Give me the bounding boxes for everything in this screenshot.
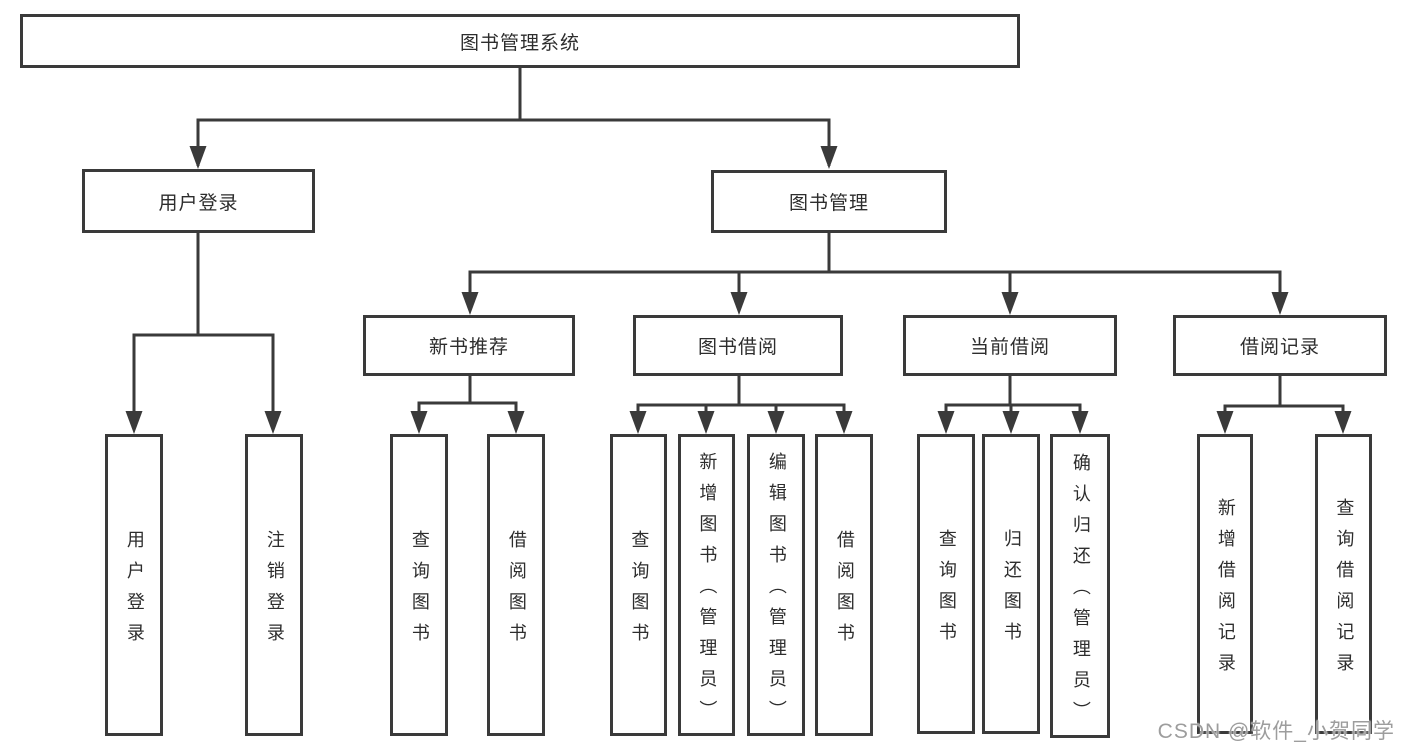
edge-borrowrec-to-leaves [1223,376,1345,430]
node-label: 当前借阅 [969,337,1050,358]
node-label: 借阅图书 [506,529,527,654]
arrow-down-icon [125,411,143,434]
leaf-logout: 注销登录 [245,434,303,736]
node-new-book-recommend: 新书推荐 [363,315,575,376]
arrow-down-icon [697,411,715,434]
leaf-user-login: 用户登录 [105,434,163,736]
arrow-down-icon [1071,411,1089,434]
arrow-down-icon [507,411,525,434]
node-label: 编辑图书（管理员） [766,452,787,731]
node-label: 新增图书（管理员） [697,452,718,731]
node-label: 新增借阅记录 [1215,497,1236,684]
node-label: 新书推荐 [428,337,509,358]
node-label: 用户登录 [158,192,239,214]
edge-bookborrow-to-leaves [636,376,846,430]
leaf-query-books-borrow: 查询图书 [610,434,667,736]
leaf-add-books-admin: 新增图书（管理员） [678,434,735,736]
node-label: 查询借阅记录 [1334,497,1355,684]
node-label: 借阅图书 [834,529,855,654]
node-label: 确认归还（管理员） [1070,453,1091,732]
node-book-management: 图书管理 [711,170,947,233]
arrow-down-icon [1002,411,1020,434]
node-label: 注销登录 [264,529,285,654]
arrow-down-icon [730,292,748,315]
arrow-down-icon [1334,411,1352,434]
arrow-down-icon [410,411,428,434]
arrow-down-icon [1001,292,1019,315]
node-label: 图书管理 [788,193,869,214]
node-root-system: 图书管理系统 [20,14,1020,68]
edge-userlogin-to-leaves [132,233,275,430]
leaf-return-books: 归还图书 [982,434,1040,734]
node-label: 归还图书 [1001,528,1022,653]
leaf-edit-books-admin: 编辑图书（管理员） [747,434,805,736]
node-label: 借阅记录 [1239,337,1320,358]
node-label: 查询图书 [409,529,430,654]
node-label: 图书借阅 [697,337,778,358]
leaf-query-books-recommend: 查询图书 [390,434,448,736]
node-label: 查询图书 [629,529,650,654]
arrow-down-icon [835,411,853,434]
arrow-down-icon [189,146,207,169]
node-label: 查询图书 [936,528,957,653]
leaf-query-borrow-record: 查询借阅记录 [1315,434,1372,734]
leaf-borrow-books-recommend: 借阅图书 [487,434,545,736]
node-borrow-records: 借阅记录 [1173,315,1387,376]
arrow-down-icon [820,146,838,169]
watermark-text: CSDN @软件_小贺同学 [1157,720,1395,743]
arrow-down-icon [937,411,955,434]
arrow-down-icon [461,292,479,315]
arrow-down-icon [1271,292,1289,315]
arrow-down-icon [1216,411,1234,434]
arrow-down-icon [767,411,785,434]
edge-currborrow-to-leaves [944,376,1082,430]
node-current-borrow: 当前借阅 [903,315,1117,376]
node-label: 图书管理系统 [459,32,580,54]
node-label: 用户登录 [124,529,145,654]
node-book-borrow: 图书借阅 [633,315,843,376]
edge-newrec-to-leaves [417,376,518,430]
leaf-borrow-books: 借阅图书 [815,434,873,736]
leaf-query-books-current: 查询图书 [917,434,975,734]
arrow-down-icon [264,411,282,434]
arrow-down-icon [629,411,647,434]
leaf-confirm-return-admin: 确认归还（管理员） [1050,434,1110,738]
edge-bookmgmt-to-level3 [468,233,1282,311]
leaf-add-borrow-record: 新增借阅记录 [1197,434,1253,734]
edge-root-to-level2 [196,68,831,166]
node-user-login: 用户登录 [82,169,315,233]
